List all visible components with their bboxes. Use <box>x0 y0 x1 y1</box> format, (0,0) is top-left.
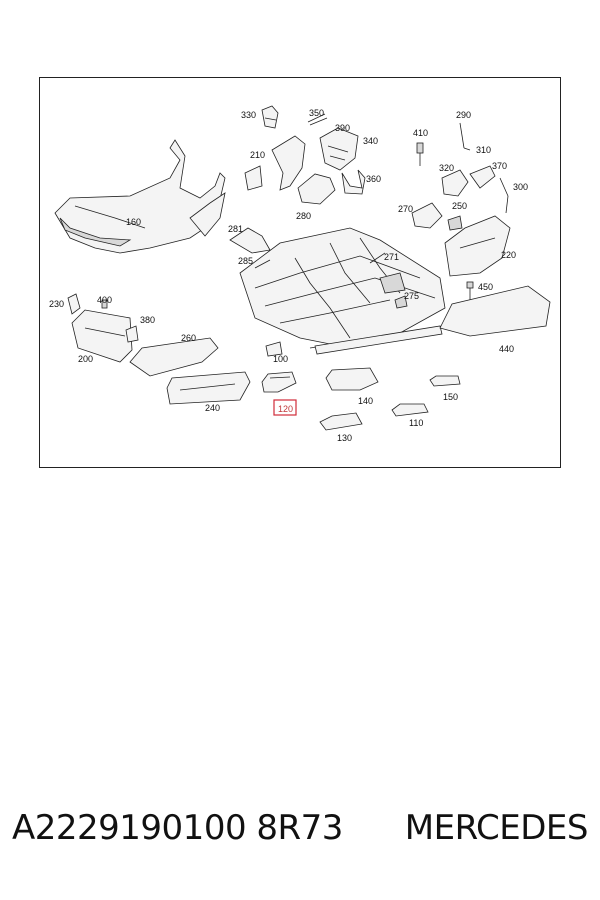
part-300[interactable] <box>499 177 509 214</box>
callout-110[interactable]: 110 <box>409 418 423 428</box>
part-280[interactable] <box>297 173 336 205</box>
part-360[interactable] <box>341 169 366 195</box>
part-140[interactable] <box>325 367 379 391</box>
part-number-text: A2229190100 8R73 <box>12 808 343 848</box>
part-200[interactable] <box>71 309 133 363</box>
callout-290[interactable]: 290 <box>456 110 471 120</box>
diagram-frame: 330 350 390 340 290 410 310 210 320 370 … <box>39 77 561 468</box>
callout-200[interactable]: 200 <box>78 354 93 364</box>
callout-275[interactable]: 275 <box>404 291 419 301</box>
callout-310[interactable]: 310 <box>476 145 491 155</box>
callout-260[interactable]: 260 <box>181 333 196 343</box>
callout-220[interactable]: 220 <box>501 250 516 260</box>
callout-410[interactable]: 410 <box>413 128 428 138</box>
callout-300[interactable]: 300 <box>513 182 528 192</box>
part-410[interactable] <box>416 142 424 166</box>
part-440[interactable] <box>439 285 551 337</box>
part-120[interactable] <box>261 371 297 393</box>
part-240[interactable] <box>166 371 251 405</box>
seat-frame[interactable] <box>239 227 446 355</box>
callout-360[interactable]: 360 <box>366 174 381 184</box>
callout-370[interactable]: 370 <box>492 161 507 171</box>
callout-380[interactable]: 380 <box>140 315 155 325</box>
callout-285[interactable]: 285 <box>238 256 253 266</box>
part-160[interactable] <box>54 139 226 254</box>
callout-450[interactable]: 450 <box>478 282 493 292</box>
brand-text: MERCEDES <box>404 808 589 848</box>
part-150[interactable] <box>429 375 461 387</box>
callout-140[interactable]: 140 <box>358 396 373 406</box>
callout-390[interactable]: 390 <box>335 123 350 133</box>
caption: A2229190100 8R73 MERCEDES <box>0 808 600 848</box>
callout-271[interactable]: 271 <box>384 252 399 262</box>
part-275[interactable] <box>394 295 408 309</box>
callout-210[interactable]: 210 <box>250 150 265 160</box>
callout-281[interactable]: 281 <box>228 224 243 234</box>
part-290[interactable] <box>459 122 471 151</box>
part-340[interactable] <box>319 127 359 171</box>
callout-100[interactable]: 100 <box>273 354 288 364</box>
part-271[interactable] <box>369 252 386 264</box>
part-230[interactable] <box>67 293 81 315</box>
part-285[interactable] <box>254 259 271 269</box>
callout-130[interactable]: 130 <box>337 433 352 443</box>
part-450[interactable] <box>466 281 474 300</box>
highlight-box-120 <box>273 399 297 416</box>
part-270[interactable] <box>411 202 443 229</box>
part-281[interactable] <box>229 227 271 254</box>
callout-230[interactable]: 230 <box>49 299 64 309</box>
part-370[interactable] <box>469 165 496 189</box>
callout-330[interactable]: 330 <box>241 110 256 120</box>
callout-250[interactable]: 250 <box>452 201 467 211</box>
exploded-parts-diagram: 330 350 390 340 290 410 310 210 320 370 … <box>49 105 551 443</box>
callout-350[interactable]: 350 <box>309 108 324 118</box>
part-320[interactable] <box>441 169 469 197</box>
callout-240[interactable]: 240 <box>205 403 220 413</box>
callout-320[interactable]: 320 <box>439 163 454 173</box>
part-260[interactable] <box>129 337 219 377</box>
part-250[interactable] <box>447 215 463 231</box>
part-130[interactable] <box>319 412 363 431</box>
part-380[interactable] <box>125 325 139 343</box>
part-220[interactable] <box>444 215 511 277</box>
part-400[interactable] <box>101 299 108 309</box>
part-210[interactable] <box>244 135 306 191</box>
part-110[interactable] <box>391 403 429 417</box>
callout-280[interactable]: 280 <box>296 211 311 221</box>
callout-150[interactable]: 150 <box>443 392 458 402</box>
part-100[interactable] <box>265 341 283 357</box>
part-330[interactable] <box>261 105 279 129</box>
callout-340[interactable]: 340 <box>363 136 378 146</box>
part-350[interactable] <box>307 113 328 126</box>
callout-160[interactable]: 160 <box>126 217 141 227</box>
callout-440[interactable]: 440 <box>499 344 514 354</box>
callout-120[interactable]: 120 <box>278 404 293 414</box>
callout-270[interactable]: 270 <box>398 204 413 214</box>
callout-400[interactable]: 400 <box>97 295 112 305</box>
